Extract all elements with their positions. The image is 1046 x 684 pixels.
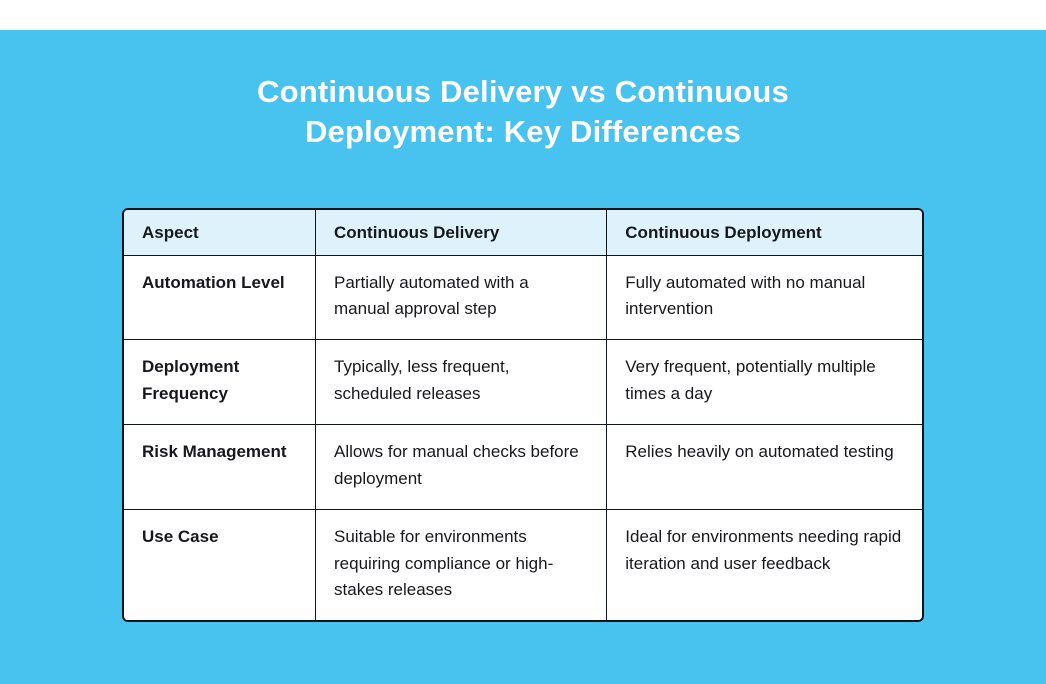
- column-header-aspect: Aspect: [124, 209, 317, 256]
- deployment-cell: Fully automated with no manual intervent…: [606, 255, 922, 341]
- comparison-table: Aspect Continuous Delivery Continuous De…: [122, 207, 924, 623]
- deployment-cell: Ideal for environments needing rapid ite…: [606, 509, 922, 621]
- delivery-cell: Typically, less frequent, scheduled rele…: [315, 339, 608, 426]
- table-row: Risk Management Allows for manual checks…: [124, 424, 922, 510]
- column-header-continuous-delivery: Continuous Delivery: [315, 209, 608, 256]
- table-row: Use Case Suitable for environments requi…: [124, 509, 922, 621]
- aspect-cell: Deployment Frequency: [124, 339, 317, 426]
- page-title: Continuous Delivery vs Continuous Deploy…: [257, 74, 789, 150]
- column-header-continuous-deployment: Continuous Deployment: [606, 209, 922, 256]
- table-header-row: Aspect Continuous Delivery Continuous De…: [124, 209, 922, 256]
- delivery-cell: Partially automated with a manual approv…: [315, 255, 608, 341]
- deployment-cell: Very frequent, potentially multiple time…: [606, 339, 922, 426]
- top-white-strip: [0, 0, 1046, 30]
- deployment-cell: Relies heavily on automated testing: [606, 424, 922, 510]
- aspect-cell: Use Case: [124, 509, 317, 621]
- aspect-cell: Automation Level: [124, 255, 317, 341]
- blue-background: Continuous Delivery vs Continuous Deploy…: [0, 30, 1046, 684]
- aspect-cell: Risk Management: [124, 424, 317, 510]
- table-row: Deployment Frequency Typically, less fre…: [124, 339, 922, 426]
- delivery-cell: Allows for manual checks before deployme…: [315, 424, 608, 510]
- table-row: Automation Level Partially automated wit…: [124, 255, 922, 341]
- delivery-cell: Suitable for environments requiring comp…: [315, 509, 608, 621]
